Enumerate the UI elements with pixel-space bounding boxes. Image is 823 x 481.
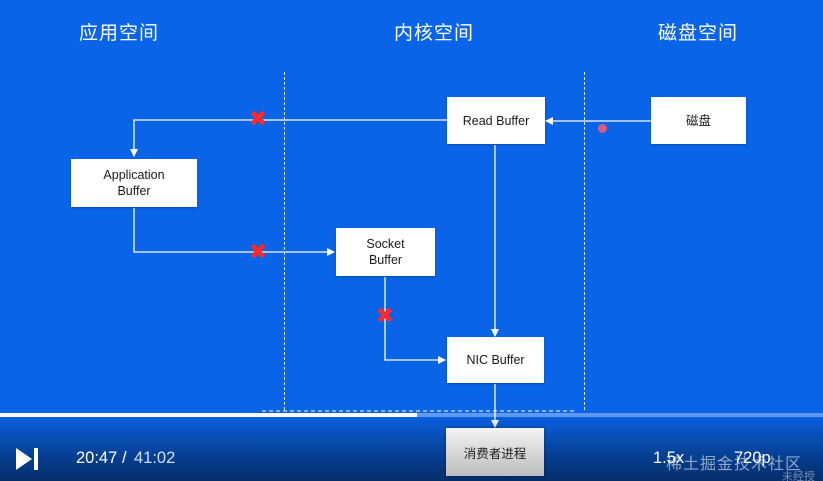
kernel-space-title: 内核空间 — [394, 22, 475, 44]
player-controls: 20:47 / 41:02 1.5x 720p — [0, 412, 823, 481]
read-buffer-label: Read Buffer — [462, 113, 530, 128]
current-time: 20:47 — [76, 449, 118, 467]
application-buffer-box: Application Buffer — [71, 159, 197, 207]
watermark-sub: 未经授 — [782, 470, 815, 481]
progress-bar[interactable] — [0, 413, 823, 417]
user-space-title: 应用空间 — [79, 22, 160, 44]
disk-space-title: 磁盘空间 — [658, 22, 739, 44]
blocked-x-icon: ✖ — [248, 107, 268, 132]
disk-label: 磁盘 — [685, 113, 711, 128]
user-kernel-divider — [284, 72, 285, 410]
play-next-icon[interactable] — [14, 446, 42, 472]
blocked-x-icon: ✖ — [375, 304, 395, 329]
cursor-dot — [598, 124, 607, 133]
playback-speed-button[interactable]: 1.5x — [653, 449, 685, 467]
arrow-socket-to-nic-buffer — [384, 277, 446, 364]
nic-buffer-label: NIC Buffer — [466, 353, 525, 367]
consumer-process-label: 消费者进程 — [463, 445, 527, 461]
time-separator: / — [122, 449, 127, 467]
arrow-read-to-app-buffer — [130, 119, 447, 157]
socket-buffer-box: Socket Buffer — [336, 228, 435, 276]
read-buffer-box: Read Buffer — [447, 97, 545, 144]
application-buffer-label-line2: Buffer — [117, 184, 151, 198]
blocked-x-icon: ✖ — [248, 240, 268, 265]
arrow-app-to-socket-buffer — [133, 208, 335, 256]
socket-buffer-label-line2: Buffer — [368, 253, 403, 267]
progress-bar-fill — [0, 413, 418, 417]
consumer-process-box: 消费者进程 — [446, 428, 544, 476]
total-duration: 41:02 — [134, 449, 176, 467]
kernel-disk-divider — [584, 72, 585, 410]
watermark: 稀土掘金技术社区 — [666, 454, 803, 473]
socket-buffer-label-line1: Socket — [366, 237, 405, 251]
application-buffer-label-line1: Application — [103, 168, 165, 182]
nic-buffer-box: NIC Buffer — [447, 337, 544, 383]
quality-button[interactable]: 720p — [734, 449, 771, 467]
disk-box: 磁盘 — [651, 97, 746, 144]
